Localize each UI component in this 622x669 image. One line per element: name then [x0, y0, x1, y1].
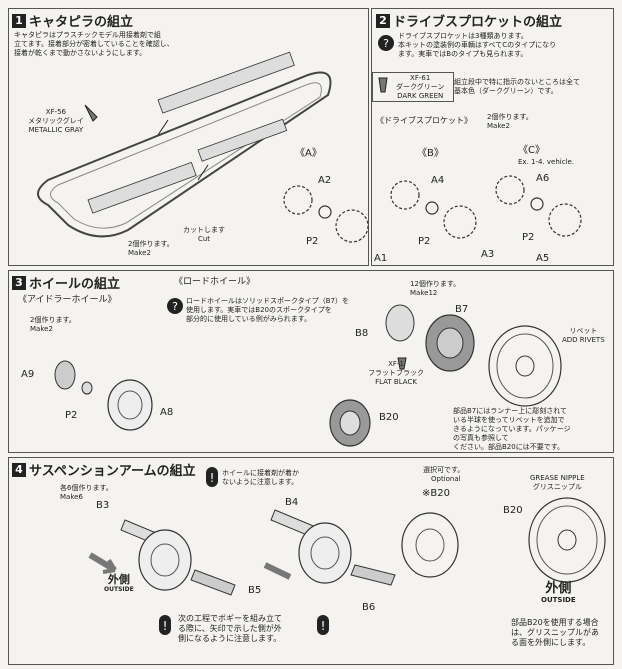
paint-dark-green-text: XF-61 ダークグリーン DARK GREEN [396, 74, 445, 100]
idler-subtitle: 《アイドラーホイール》 [18, 295, 117, 305]
brush-icon [84, 104, 98, 122]
svg-text:?: ? [172, 300, 178, 313]
b20-wheel-diagram [528, 497, 606, 583]
sprocket-diagrams [283, 175, 582, 243]
variant-b-label: 《B》 [417, 148, 444, 159]
idler-make: 2個作ります。 Make2 [30, 316, 76, 333]
part-label: P2 [522, 232, 535, 243]
make-count-label: 2個作ります。 Make2 [128, 240, 174, 257]
step-2-panel [371, 8, 614, 266]
warning-glue-note: ホイールに接着剤が着か ないように注意します。 [222, 469, 299, 486]
step-number: 3 [12, 275, 26, 290]
variant-a-label: 《A》 [295, 148, 322, 159]
step-1-panel [8, 8, 369, 266]
part-label: A2 [318, 175, 332, 186]
step-title: ホイールの組立 [29, 277, 121, 292]
warning-icon: ! [206, 467, 218, 487]
step-3-header: 3 ホイールの組立 [12, 273, 120, 292]
warning-outside-note: 次の工程でボギーを組み立て る際に、矢印で示した側が外 側になるように注意します… [178, 614, 282, 643]
suspension-diagram-right [263, 509, 459, 586]
sprocket-make: 2個作ります。 Make2 [487, 113, 533, 130]
paint-callout-dark-green [372, 72, 454, 102]
part-label: A6 [536, 173, 550, 184]
part-label: A5 [536, 253, 550, 264]
step-number: 1 [12, 13, 26, 28]
road-subtitle: 《ロードホイール》 [174, 277, 256, 287]
part-label: A4 [431, 175, 445, 186]
paint-callout-flat-black: XF-1 フラットブラック FLAT BLACK [368, 360, 424, 386]
step-2-header: 2 ドライブスプロケットの組立 [376, 11, 562, 30]
question-icon: ? [378, 35, 394, 51]
step-4-header: 4 サスペンションアームの組立 [12, 460, 196, 479]
idler-wheel-diagram [54, 360, 153, 431]
part-label: B7 [455, 304, 469, 315]
sprocket-subtitle: 《ドライブスプロケット》 [376, 116, 472, 125]
part-label: A9 [21, 369, 35, 380]
rivet-label: リベット ADD RIVETS [562, 327, 605, 344]
cut-label: カットします Cut [183, 226, 225, 243]
step-number: 2 [376, 13, 390, 28]
part-label: A3 [481, 249, 495, 260]
suspension-diagram-left [88, 519, 236, 596]
step-1-desc: キャタピラはプラスチックモデル用接着剤で組 立てます。接着部分が密着していること… [14, 31, 174, 57]
track-diagram [37, 51, 332, 238]
part-label: B6 [362, 602, 376, 613]
part-label: A8 [160, 407, 174, 418]
part-label: B20 [503, 505, 523, 516]
step-4-make: 各6個作ります。 Make6 [60, 484, 113, 501]
b20-note: 部品B20を使用する場合 は、グリスニップルがあ る面を外側にします。 [511, 618, 599, 647]
step-4-panel [8, 457, 614, 665]
rivet-note: 部品B7にはランナー上に彫刻されて いる半球を使ってリベットを追加で きるように… [453, 407, 571, 451]
step-title: ドライブスプロケットの組立 [393, 15, 563, 30]
paint-callout-metallic-gray: XF-56 メタリックグレイ METALLIC GRAY [28, 108, 84, 134]
warning-icon: ! [317, 615, 329, 635]
step-3-panel [8, 270, 614, 453]
part-label: P2 [306, 236, 319, 247]
step-title: キャタピラの組立 [29, 15, 134, 30]
road-wheel-diagram [329, 304, 562, 447]
road-wheel-note: ロードホイールはソリッドスポークタイプ（B7）を 使用します。実車ではB20のス… [186, 297, 349, 323]
part-label: P2 [65, 410, 78, 421]
step-2-desc: ドライブスプロケットは3種類あります。 本キットの塗装例の車輌はすべてCのタイプ… [398, 32, 557, 58]
step-title: サスペンションアームの組立 [29, 464, 196, 479]
question-icon: ? [167, 298, 183, 314]
svg-text:?: ? [383, 37, 389, 50]
warning-icon: ! [159, 615, 171, 635]
variant-c-note: Ex. 1-4. vehicle. [518, 158, 575, 166]
variant-c-label: 《C》 [518, 145, 545, 156]
optional-label: 選択可です。 Optional [423, 466, 465, 483]
svg-text:!: ! [210, 471, 215, 485]
part-label: B8 [355, 328, 369, 339]
brush-icon [397, 357, 407, 370]
part-label: B5 [248, 585, 262, 596]
svg-text:!: ! [321, 619, 326, 633]
part-label: A1 [374, 253, 388, 264]
outside-label: 外側 OUTSIDE [104, 573, 134, 594]
part-label: B3 [96, 500, 110, 511]
part-label: B20 [379, 412, 399, 423]
road-make: 12個作ります。 Make12 [410, 280, 461, 297]
outside-label: 外側 OUTSIDE [541, 581, 576, 605]
grease-nipple-label: GREASE NIPPLE グリスニップル [530, 474, 585, 491]
optional-part: ※B20 [422, 488, 450, 499]
step-number: 4 [12, 462, 26, 477]
svg-text:!: ! [163, 619, 168, 633]
part-label: P2 [418, 236, 431, 247]
step-1-header: 1 キャタピラの組立 [12, 11, 133, 30]
part-label: B4 [285, 497, 299, 508]
paint-note: 組立段中で特に指示のないところは全て 基本色（ダークグリーン）です。 [454, 78, 580, 95]
brush-icon [378, 77, 388, 93]
